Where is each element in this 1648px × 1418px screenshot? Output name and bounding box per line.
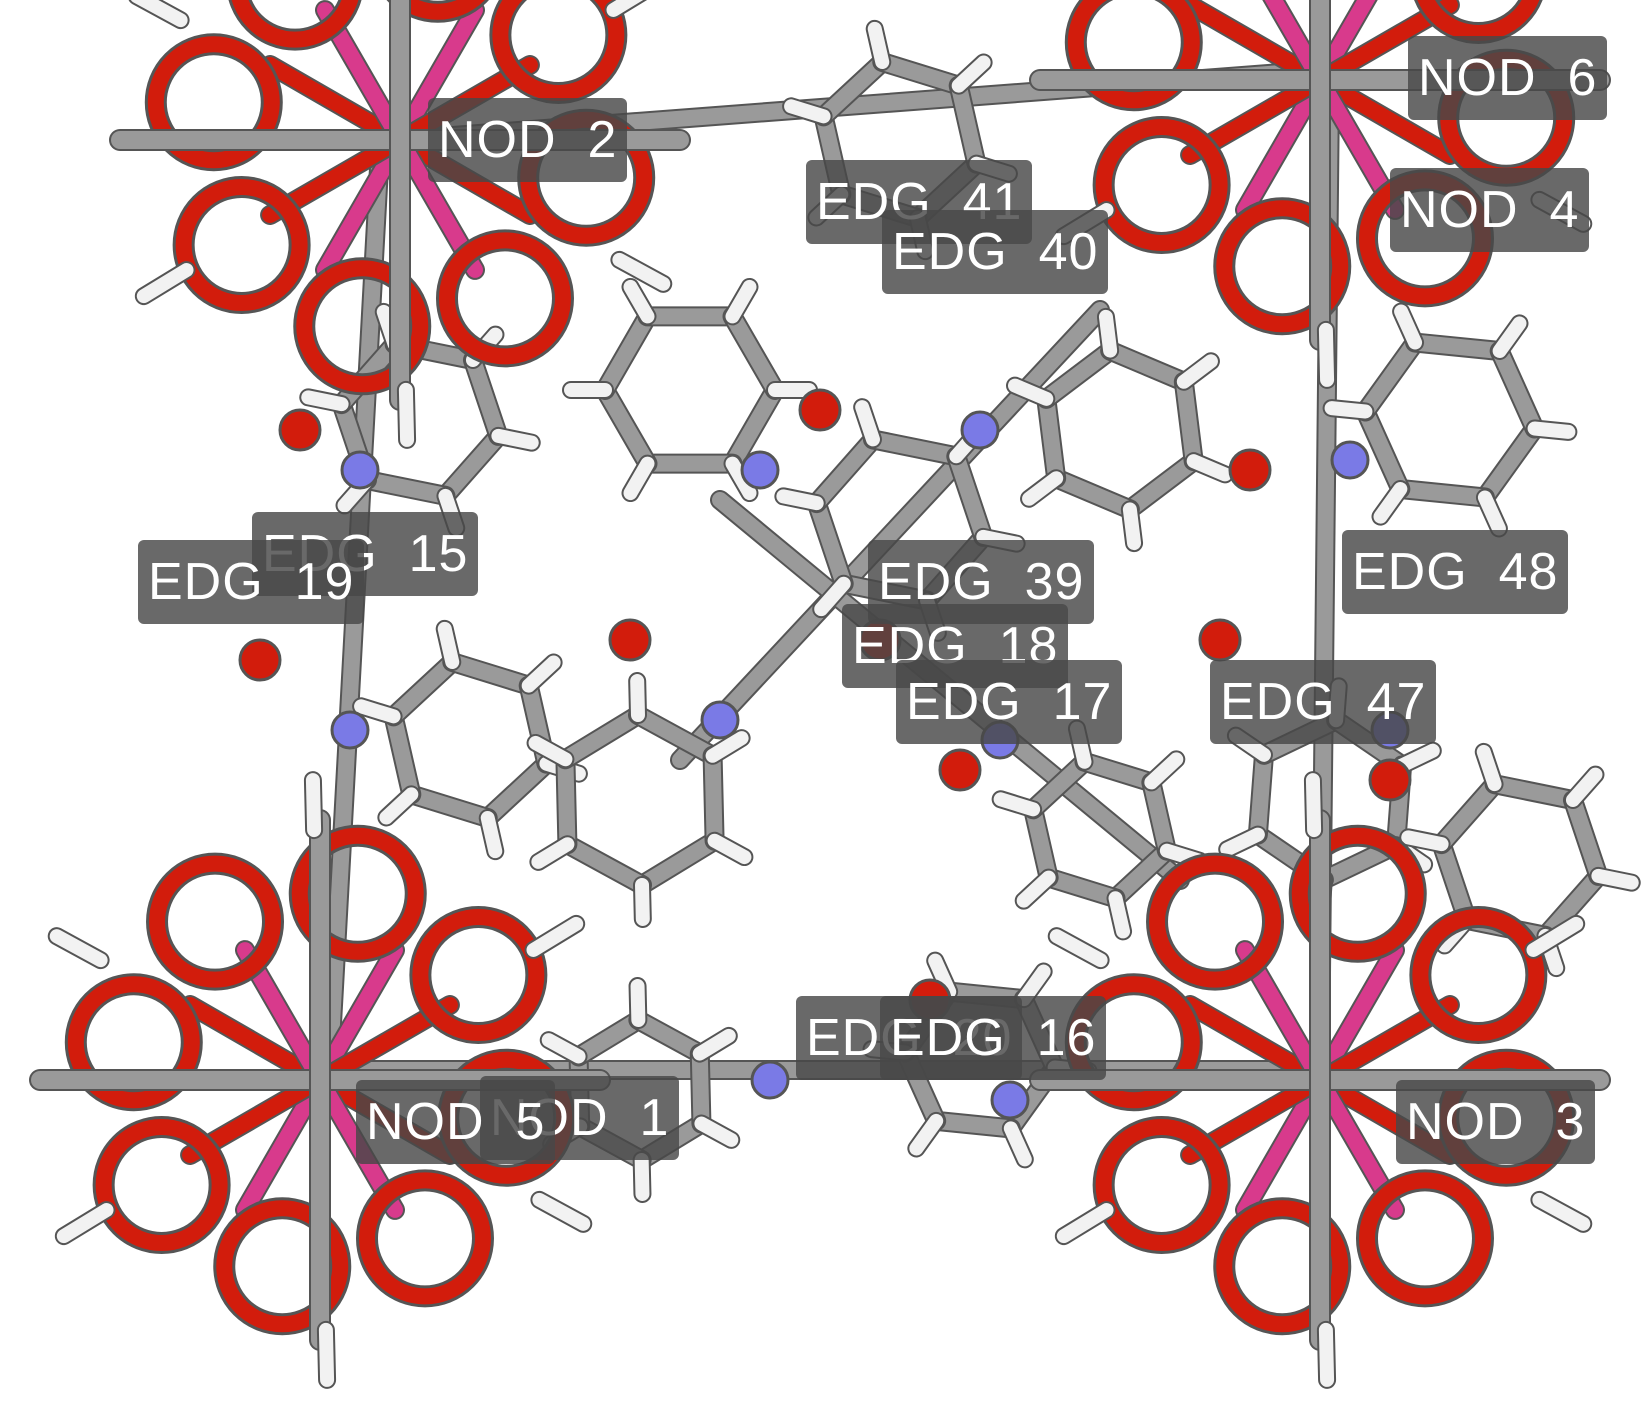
label-nod-6: NOD 6 <box>1408 36 1608 120</box>
label-nod-2: NOD 2 <box>428 98 628 182</box>
label-nod-4: NOD 4 <box>1390 168 1590 252</box>
label-edg-16: EDG 16 <box>880 996 1107 1080</box>
label-edg-17: EDG 17 <box>896 660 1123 744</box>
label-edg-15: EDG 15 <box>252 512 479 596</box>
label-edg-40: EDG 40 <box>882 210 1109 294</box>
label-nod-3: NOD 3 <box>1396 1080 1596 1164</box>
label-edg-48: EDG 48 <box>1342 530 1569 614</box>
label-edg-47: EDG 47 <box>1210 660 1437 744</box>
label-nod-5: NOD 5 <box>356 1080 556 1164</box>
label-edg-19: EDG 19 <box>138 540 365 624</box>
